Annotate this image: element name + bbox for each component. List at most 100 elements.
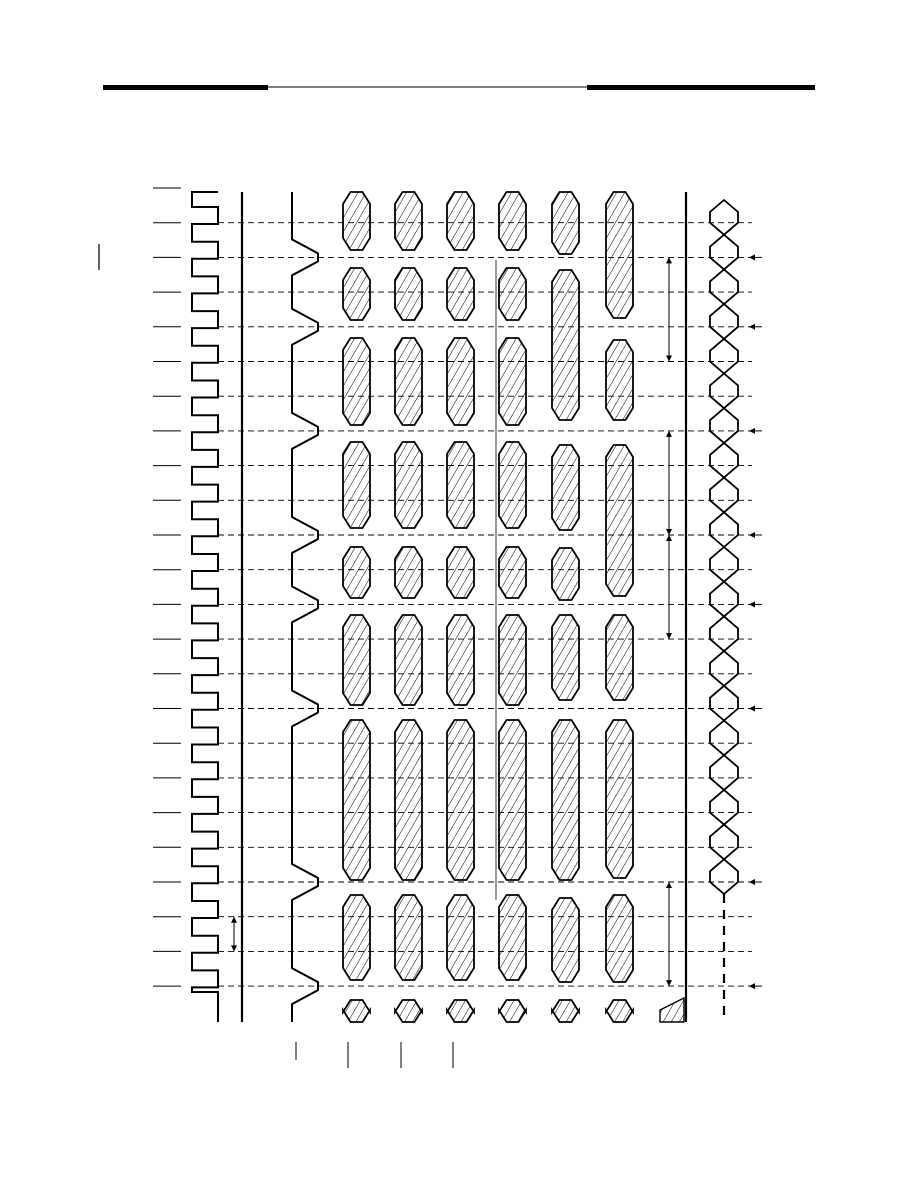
bus-lane-1-segment	[342, 894, 371, 981]
data-cycle	[709, 476, 739, 514]
bus-lane-5-segment	[551, 897, 580, 983]
bus-lane-2-segment	[394, 267, 423, 321]
data-cycle	[709, 580, 739, 618]
bus-lane-4-segment	[498, 999, 527, 1023]
header-rule-left-thick	[103, 85, 268, 90]
dimension-arrow	[666, 882, 672, 888]
bus-lane-5-segment	[551, 614, 580, 701]
dimension-arrow	[666, 633, 672, 640]
data-cycle	[709, 615, 739, 653]
data-cycle	[709, 441, 739, 479]
arrow-head	[749, 427, 755, 434]
data-cycle	[709, 858, 739, 896]
bus-lane-6-segment	[605, 719, 634, 879]
data-cycle	[709, 823, 739, 861]
data-cycle	[709, 302, 739, 340]
data-cycle	[709, 233, 739, 271]
bus-lane-3-segment	[446, 894, 475, 981]
bus-lane-3-segment	[446, 191, 475, 251]
bus-lane-6-segment	[605, 894, 634, 983]
bus-lane-1-segment	[342, 191, 371, 251]
bus-lane-3-segment	[446, 337, 475, 426]
bus-lane-1-segment	[342, 441, 371, 529]
dimension-arrow	[666, 535, 672, 541]
bus-lane-1-segment	[342, 546, 371, 599]
end-transition	[659, 996, 685, 1023]
bus-lane-4-segment	[498, 894, 527, 981]
dashed-grid-lines	[218, 222, 752, 987]
bus-lane-6-segment	[605, 444, 634, 597]
bus-lane-5-segment	[551, 191, 580, 255]
data-cycle	[709, 407, 739, 445]
bus-lane-3-segment	[446, 614, 475, 706]
bus-lane-4-segment	[498, 337, 527, 426]
data-cycle	[709, 545, 739, 583]
bus-lane-4-segment	[498, 191, 527, 251]
dimension-arrow	[231, 916, 237, 923]
arrow-head	[749, 532, 755, 538]
arrow-head	[749, 983, 755, 990]
header-rule-right-thick	[587, 85, 815, 90]
bus-lane-4-segment	[498, 441, 527, 529]
bus-lane-6-segment	[605, 999, 634, 1023]
bus-lane-2-segment	[394, 719, 423, 881]
bus-lane-1-segment	[342, 337, 371, 426]
bus-lane-1-segment	[342, 614, 371, 706]
bus-lane-4-segment	[498, 614, 527, 706]
dimension-arrow	[666, 529, 672, 535]
bus-lane-2-segment	[394, 999, 423, 1023]
bus-lane-2-segment	[394, 441, 423, 529]
bus-lane-3-segment	[446, 546, 475, 599]
bus-lane-5-segment	[551, 999, 580, 1023]
dimension-arrow	[666, 257, 672, 264]
bus-lane-3-segment	[446, 441, 475, 529]
data-cycle	[709, 788, 739, 826]
dimension-arrow	[231, 945, 237, 952]
arrow-head	[749, 323, 755, 330]
data-cycle	[709, 754, 739, 792]
arrow-head	[749, 601, 755, 608]
data-cycle	[709, 268, 739, 306]
bus-lane-2-segment	[394, 546, 423, 599]
bus-lane-3-segment	[446, 267, 475, 321]
bus-lane-1-segment	[342, 999, 371, 1023]
annotations	[231, 254, 762, 1068]
signal-lanes	[191, 191, 739, 1023]
bus-lane-5-segment	[551, 444, 580, 531]
bus-lane-3-segment	[446, 719, 475, 881]
dimension-arrow	[666, 430, 672, 437]
bus-lane-2-segment	[394, 614, 423, 706]
data-cycle	[709, 684, 739, 722]
bus-lane-1-segment	[342, 267, 371, 321]
bus-lane-6-segment	[605, 614, 634, 701]
arrow-head	[749, 879, 755, 885]
data-cycle	[709, 372, 739, 410]
bus-lane-6-segment	[605, 191, 634, 319]
bus-lane-4-segment	[498, 546, 527, 599]
bus-lane-5-segment	[551, 547, 580, 601]
dimension-arrow	[666, 980, 672, 987]
dimension-arrow	[666, 355, 672, 362]
bus-lane-2-segment	[394, 191, 423, 251]
data-cycle	[709, 337, 739, 375]
bus-lane-6-segment	[605, 339, 634, 421]
strobe-waveform	[291, 192, 319, 1022]
bus-lane-2-segment	[394, 894, 423, 981]
bus-lane-5-segment	[551, 719, 580, 881]
arrow-head	[749, 254, 755, 261]
arrow-head	[749, 705, 755, 712]
header-rule	[103, 85, 815, 90]
data-cycle	[709, 649, 739, 687]
bus-lane-3-segment	[446, 999, 475, 1023]
bus-lane-1-segment	[342, 719, 371, 881]
data-cycle	[709, 198, 739, 236]
left-tick-marks	[98, 187, 181, 987]
bus-lane-4-segment	[498, 719, 527, 881]
data-cycle	[709, 719, 739, 757]
bus-lane-5-segment	[551, 269, 580, 421]
data-cycle	[709, 511, 739, 549]
bus-lane-4-segment	[498, 267, 527, 321]
bus-lane-2-segment	[394, 337, 423, 426]
clock-waveform	[191, 191, 219, 1022]
